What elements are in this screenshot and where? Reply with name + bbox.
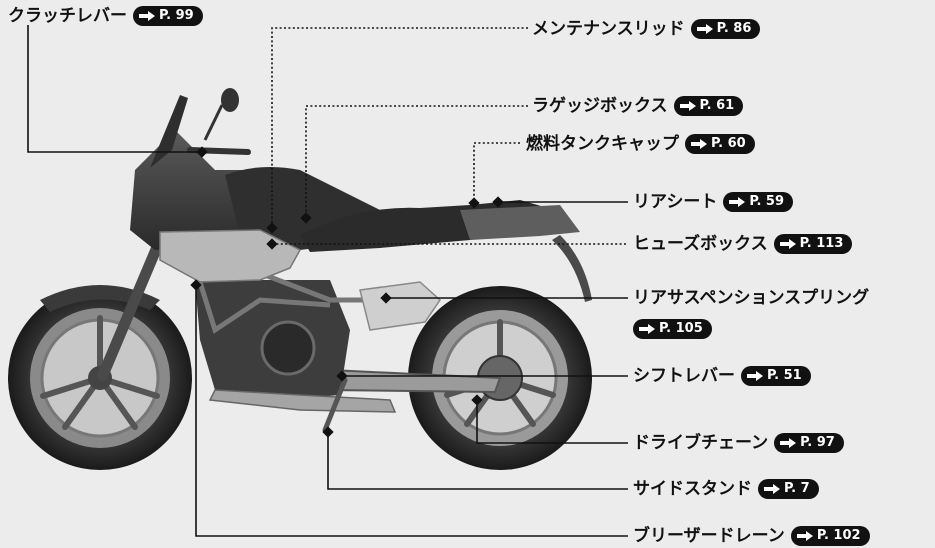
leader-drive-chain (476, 400, 628, 444)
label-text: リアサスペンションスプリング (633, 288, 870, 308)
label-text: ドライブチェーン (633, 433, 769, 453)
page-ref-text: P. 7 (784, 481, 810, 496)
arrow-right-icon (746, 370, 764, 382)
page-ref-button[interactable]: P. 105 (633, 319, 712, 339)
label-text: クラッチレバー (8, 6, 127, 26)
leader-fuel-cap (473, 142, 520, 203)
leader-breather-drain (195, 285, 628, 537)
leader-lines (27, 25, 628, 537)
page-ref-text: P. 102 (816, 528, 861, 543)
arrow-right-icon (690, 138, 708, 150)
front-fender (40, 285, 160, 312)
arrow-right-icon (779, 437, 797, 449)
arrow-right-icon (138, 10, 156, 22)
label-drive-chain: ドライブチェーン P. 97 (633, 432, 844, 454)
tail (460, 205, 580, 240)
leader-clutch-lever (27, 25, 202, 153)
side-stand-graphic (322, 377, 348, 433)
windscreen (150, 95, 188, 168)
page-ref-text: P. 105 (659, 321, 703, 336)
page-ref-button[interactable]: P. 51 (741, 366, 811, 386)
label-text: ブリーザードレーン (633, 526, 785, 546)
arrow-right-icon (679, 100, 697, 112)
page-ref-button[interactable]: P. 59 (723, 192, 794, 212)
label-fuel-cap: 燃料タンクキャップ P. 60 (526, 133, 755, 155)
page-ref-button[interactable]: P. 61 (673, 96, 744, 116)
page-ref-text: P. 113 (799, 236, 844, 251)
leader-luggage-box (305, 105, 528, 218)
leader-side-stand (327, 432, 628, 490)
label-text: サイドスタンド (633, 479, 752, 499)
diamond-pin-icon (190, 146, 504, 438)
arrow-right-icon (796, 530, 814, 542)
page-ref-button[interactable]: P. 99 (133, 6, 203, 26)
label-shift-lever: シフトレバー P. 51 (633, 365, 811, 387)
page-ref-button[interactable]: P. 97 (774, 433, 844, 453)
page-ref-text: P. 99 (159, 8, 194, 23)
label-clutch-lever: クラッチレバー P. 99 (8, 5, 203, 27)
label-text: メンテナンスリッド (532, 19, 685, 39)
arrow-right-icon (728, 196, 746, 208)
rear-fender (552, 235, 592, 302)
label-rear-seat: リアシート P. 59 (633, 191, 794, 213)
page-ref-text: P. 97 (800, 435, 835, 450)
page-ref-text: P. 61 (699, 98, 735, 113)
front-wheel (8, 286, 192, 470)
label-fuse-box: ヒューズボックス P. 113 (633, 233, 853, 255)
page-ref-text: P. 59 (749, 194, 785, 209)
label-luggage-box: ラゲッジボックス P. 61 (532, 95, 744, 117)
label-side-stand: サイドスタンド P. 7 (633, 478, 819, 500)
label-maintenance-lid: メンテナンスリッド P. 86 (532, 18, 761, 40)
arrow-right-icon (779, 238, 797, 250)
page-ref-button[interactable]: P. 113 (773, 234, 853, 254)
label-text: ラゲッジボックス (532, 96, 668, 116)
exhaust (208, 389, 397, 413)
side-panel (159, 229, 302, 283)
page-ref-button[interactable]: P. 102 (790, 526, 870, 546)
arrow-right-icon (763, 483, 781, 495)
page-ref-text: P. 60 (711, 136, 746, 151)
page-ref-button[interactable]: P. 86 (690, 19, 761, 39)
page-ref-button[interactable]: P. 60 (685, 134, 755, 154)
page-ref-text: P. 51 (767, 368, 802, 383)
label-text: シフトレバー (633, 366, 735, 386)
label-rear-suspension: リアサスペンションスプリング (633, 287, 869, 309)
side-cover (359, 281, 441, 331)
label-text: 燃料タンクキャップ (526, 134, 679, 154)
page-ref-text: P. 86 (716, 21, 752, 36)
front-fork (97, 234, 166, 381)
page-ref-button[interactable]: P. 7 (758, 479, 819, 499)
mirror (203, 88, 239, 141)
arrow-right-icon (696, 23, 714, 35)
arrow-right-icon (638, 323, 656, 335)
label-rear-suspension-ref: P. 105 (627, 318, 712, 340)
engine-cover (260, 320, 316, 376)
label-text: リアシート (633, 192, 718, 212)
leader-maintenance-lid (271, 27, 528, 228)
label-breather-drain: ブリーザードレーン P. 102 (633, 525, 870, 547)
label-text: ヒューズボックス (633, 234, 768, 254)
